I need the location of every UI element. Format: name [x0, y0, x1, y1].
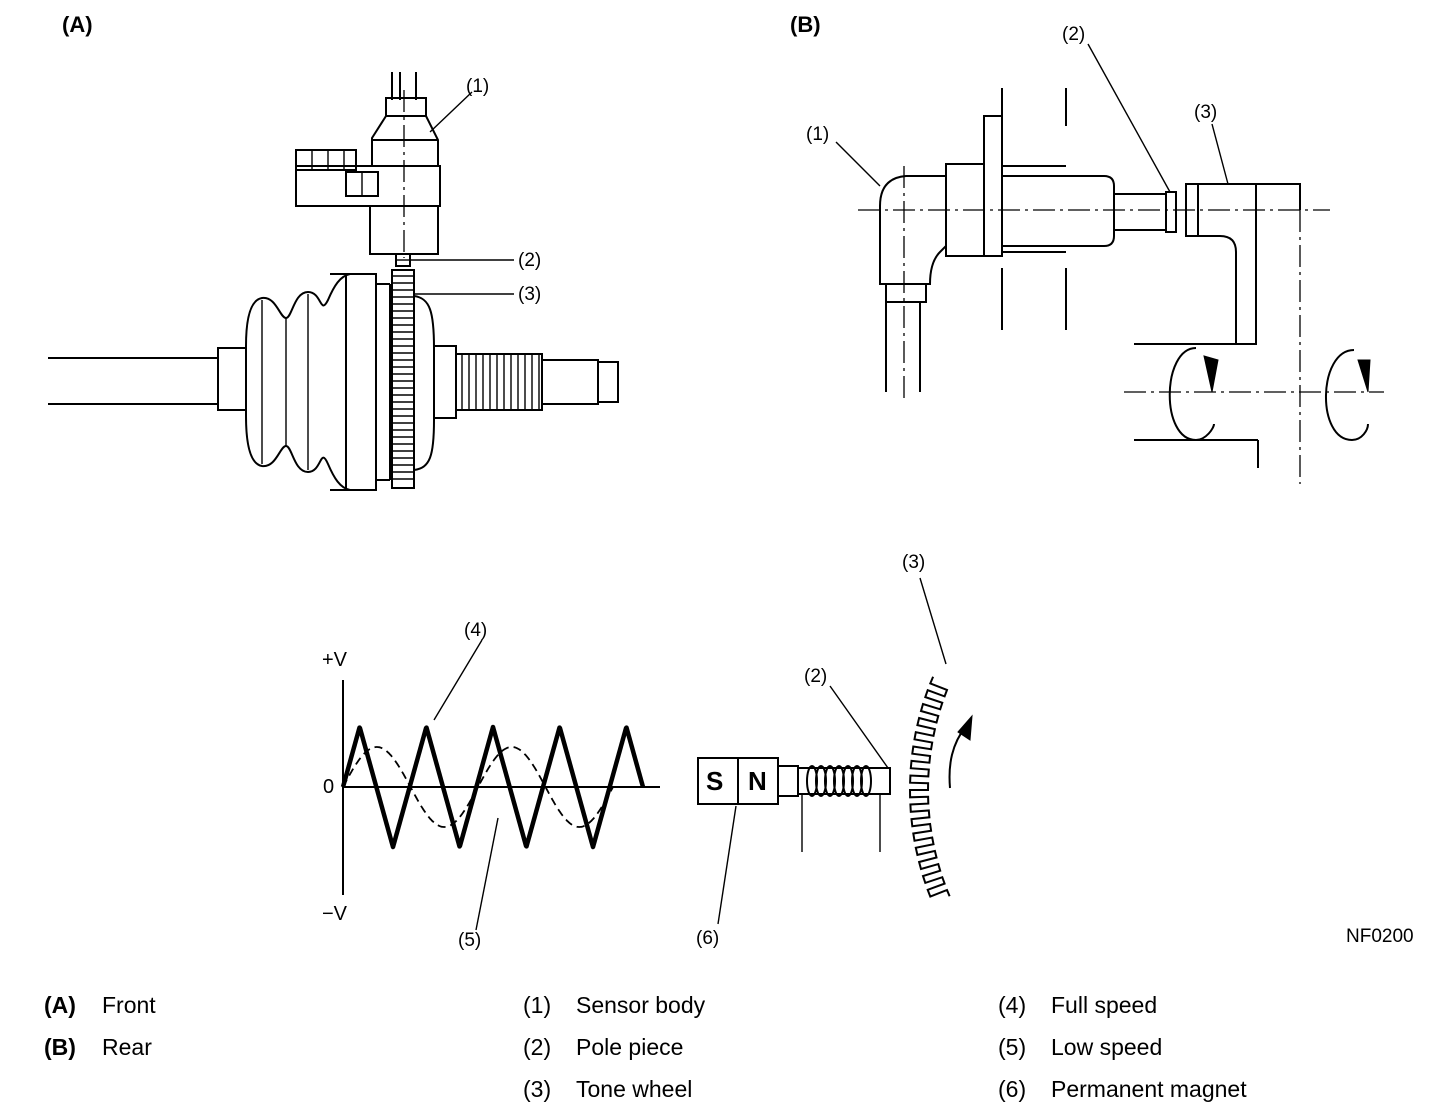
- pickup-coil: [806, 765, 872, 797]
- callout-tone-wheel: (3): [1194, 102, 1217, 123]
- voltage-waveform: +V 0 −V (4) (5): [322, 620, 660, 951]
- leader-line: [1087, 43, 1171, 193]
- legend-item-front: (A) Front: [44, 992, 156, 1018]
- callout-tone-wheel: (3): [902, 552, 925, 573]
- leader-line: [433, 639, 483, 721]
- leader-line: [429, 91, 473, 133]
- legend-item-tone-wheel: (3) Tone wheel: [523, 1076, 693, 1102]
- coil-winding: [860, 765, 872, 797]
- callout-permanent-magnet: (6): [696, 928, 719, 949]
- callout-pole-piece: (2): [518, 250, 541, 271]
- sensor-principle-drawing: S N (2) (3) (6): [696, 552, 973, 949]
- front-assembly-drawing: (A): [48, 12, 619, 491]
- leader-line: [919, 577, 947, 665]
- panel-id-front: (A): [62, 12, 93, 37]
- callout-pole-piece: (2): [804, 666, 827, 687]
- tone-wheel-teeth-profile: [908, 676, 951, 898]
- low-speed-waveform: [342, 746, 614, 828]
- axis-label-zero: 0: [323, 776, 334, 798]
- legend-item-sensor-body: (1) Sensor body: [523, 992, 706, 1018]
- rear-assembly-drawing: (B): [790, 12, 1384, 484]
- leader-line: [829, 685, 889, 769]
- legend-item-pole-piece: (2) Pole piece: [523, 1034, 684, 1060]
- legend-item-low-speed: (5) Low speed: [998, 1034, 1163, 1060]
- pole-piece: [797, 767, 891, 795]
- callout-pole-piece: (2): [1062, 24, 1085, 45]
- legend-item-full-speed: (4) Full speed: [998, 992, 1158, 1018]
- tone-wheel-teeth: [392, 275, 414, 480]
- legend-item-permanent-magnet: (6) Permanent magnet: [998, 1076, 1247, 1102]
- axis-label-plus-v: +V: [322, 649, 348, 671]
- leader-line: [475, 817, 499, 931]
- abs-speed-sensor-diagram: (A): [48, 12, 1414, 951]
- axis-label-minus-v: −V: [322, 903, 348, 925]
- callout-sensor-body: (1): [806, 124, 829, 145]
- callout-sensor-body: (1): [466, 76, 489, 97]
- leader-line: [717, 805, 737, 925]
- full-speed-waveform: [340, 724, 646, 850]
- legend: (A) Front (B) Rear (1) Sensor body (2) P…: [0, 975, 1456, 1115]
- magnet-south-pole: S: [706, 766, 723, 796]
- legend-item-rear: (B) Rear: [44, 1034, 152, 1060]
- figure-code: NF0200: [1346, 926, 1414, 947]
- callout-low-speed: (5): [458, 930, 481, 951]
- callout-full-speed: (4): [464, 620, 487, 641]
- leader-line: [1211, 123, 1229, 185]
- callout-tone-wheel: (3): [518, 284, 541, 305]
- panel-id-rear: (B): [790, 12, 821, 37]
- leader-line: [835, 141, 881, 187]
- axle-splines: [461, 354, 540, 410]
- magnet-north-pole: N: [748, 766, 767, 796]
